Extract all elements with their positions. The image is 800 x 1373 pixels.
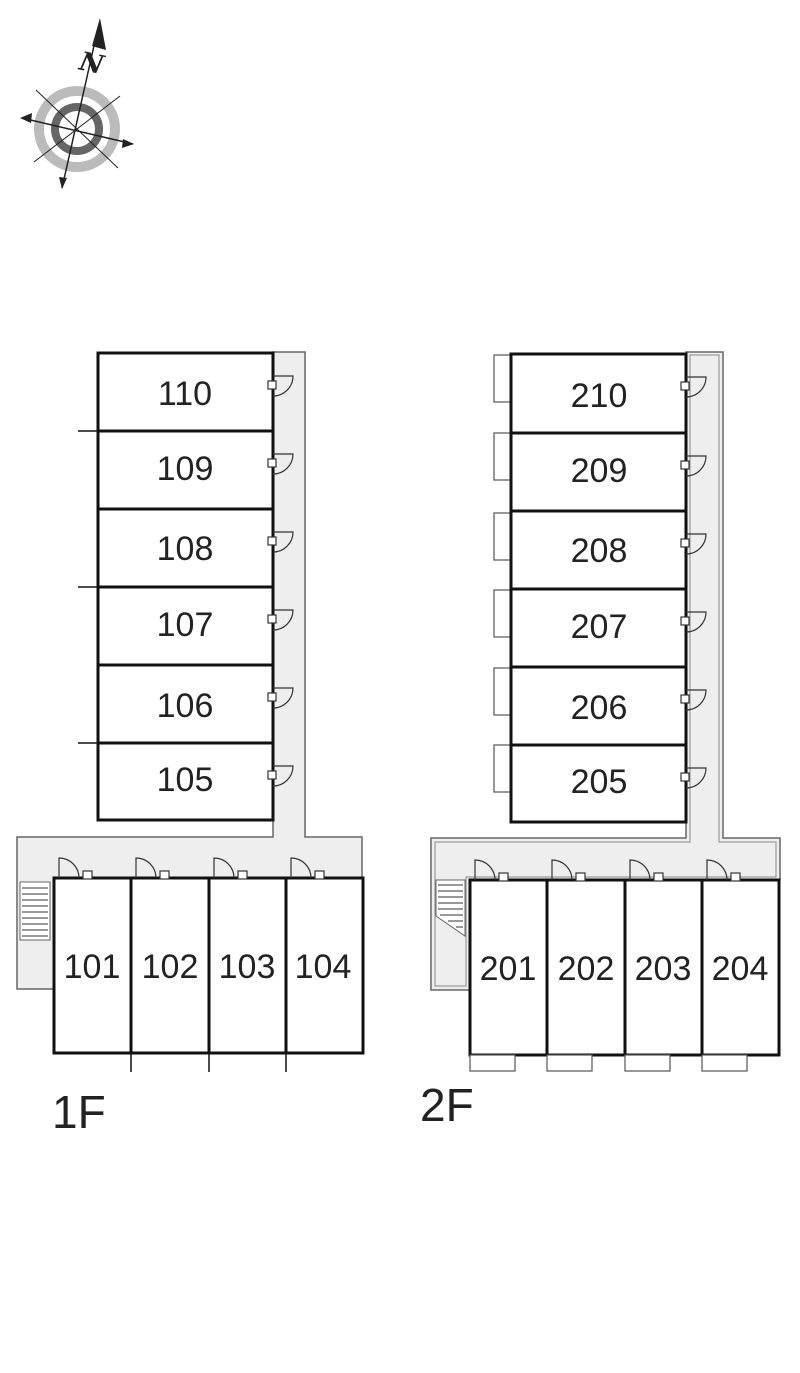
compass-outer-ring <box>34 86 120 172</box>
unit-label: 205 <box>571 763 628 801</box>
unit-label: 210 <box>571 377 628 415</box>
unit-105 <box>96 741 275 822</box>
south-arrow-icon <box>59 177 67 189</box>
unit-label: 107 <box>157 606 214 644</box>
compass: N <box>20 18 134 189</box>
compass-inner-ring <box>51 103 103 155</box>
doors-1f-horizontal <box>58 857 325 880</box>
north-label: N <box>76 47 108 82</box>
doors-2f-vertical <box>680 376 707 789</box>
north-arrow-icon <box>92 18 106 50</box>
unit-205 <box>509 743 688 824</box>
unit-label: 110 <box>158 375 212 413</box>
staircase-2f <box>435 879 466 937</box>
unit-label: 109 <box>157 450 214 488</box>
west-arrow-icon <box>20 113 32 123</box>
unit-202 <box>545 878 627 1057</box>
corridor-2f-inner-rail <box>434 354 777 987</box>
unit-label: 204 <box>712 950 769 988</box>
unit-label: 201 <box>480 950 537 988</box>
floor-2f: 210 209 208 207 206 205 201 202 203 204 … <box>420 351 781 1131</box>
unit-206 <box>509 665 688 747</box>
unit-label: 105 <box>157 761 214 799</box>
balconies-2f-vertical <box>493 354 512 793</box>
unit-label: 202 <box>558 950 615 988</box>
unit-label: 103 <box>219 948 276 986</box>
unit-209 <box>509 431 688 513</box>
floor-label-1f: 1F <box>52 1086 106 1138</box>
compass-line-diag2 <box>33 95 121 163</box>
unit-label: 209 <box>571 452 628 490</box>
unit-label: 101 <box>64 948 121 986</box>
unit-109 <box>96 429 275 511</box>
staircase-1f <box>19 881 51 941</box>
floor-label-2f: 2F <box>420 1079 474 1131</box>
unit-label: 102 <box>142 948 199 986</box>
compass-line-ns <box>61 27 99 189</box>
compass-line-ew <box>21 117 134 145</box>
doors-1f-vertical <box>267 375 294 787</box>
unit-107 <box>96 585 275 667</box>
floor-1f: 110 109 108 107 106 105 101 102 103 104 … <box>16 351 365 1138</box>
unit-label: 206 <box>571 689 628 727</box>
unit-label: 203 <box>635 950 692 988</box>
unit-label: 108 <box>157 530 214 568</box>
balconies-2f-horizontal <box>469 1054 748 1072</box>
unit-label: 208 <box>571 532 628 570</box>
unit-210 <box>509 352 688 435</box>
doors-2f-horizontal <box>474 859 741 882</box>
unit-label: 207 <box>571 608 628 646</box>
unit-label: 106 <box>157 687 214 725</box>
unit-101 <box>52 876 133 1055</box>
unit-label: 104 <box>295 948 352 986</box>
east-arrow-icon <box>122 139 134 148</box>
